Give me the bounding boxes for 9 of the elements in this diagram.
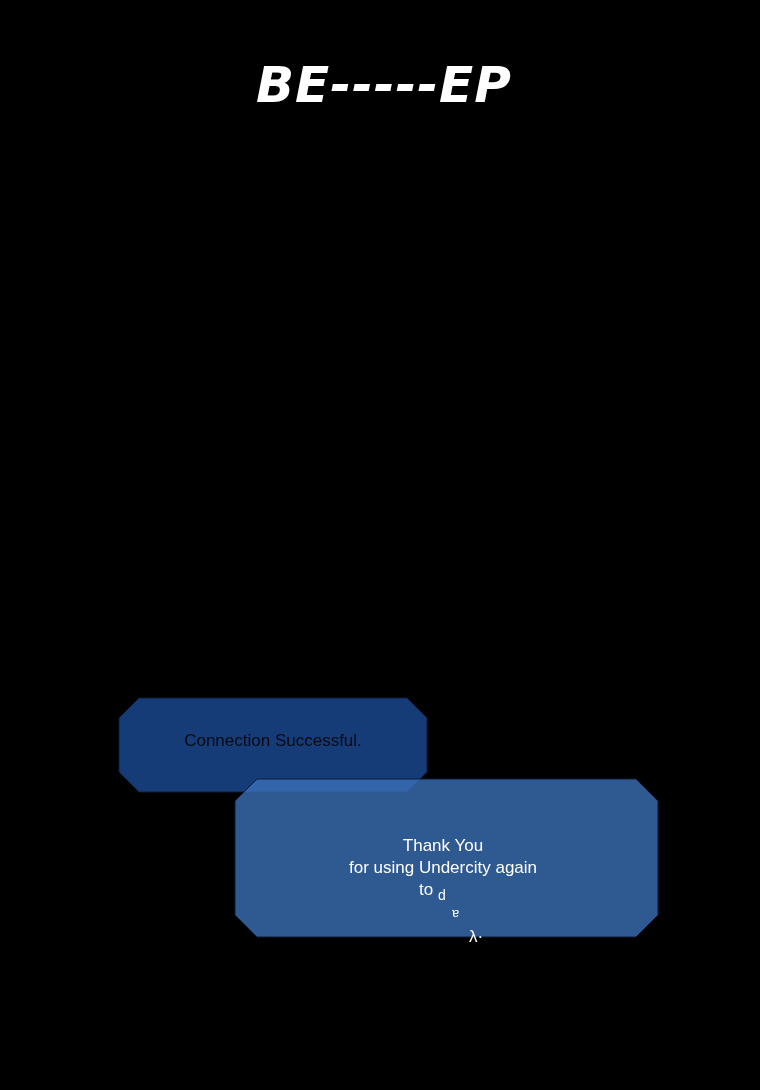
message-text: d [438, 886, 446, 905]
message-box [119, 698, 427, 792]
message-text: ɐ [452, 904, 460, 922]
message-text: Thank You [402, 836, 484, 856]
sound-effect-text: BE-----EP [256, 56, 512, 114]
message-text: λ· [469, 927, 484, 947]
message-text: Connection Successful. [184, 731, 362, 751]
message-text: for using Undercity again [349, 858, 537, 878]
message-text: to [419, 880, 434, 900]
